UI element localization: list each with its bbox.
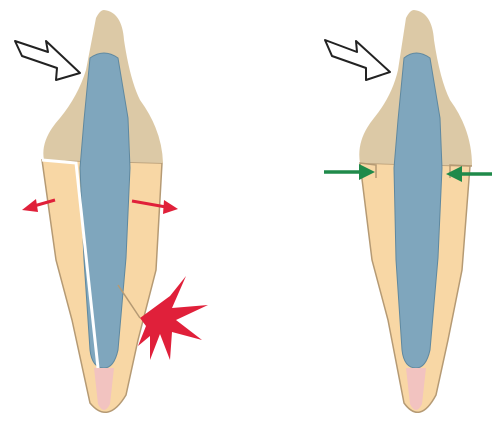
left-tooth	[15, 10, 208, 412]
right-tooth	[324, 10, 492, 412]
left-force-arrow-icon	[15, 41, 80, 80]
right-force-arrow-icon	[325, 40, 390, 80]
